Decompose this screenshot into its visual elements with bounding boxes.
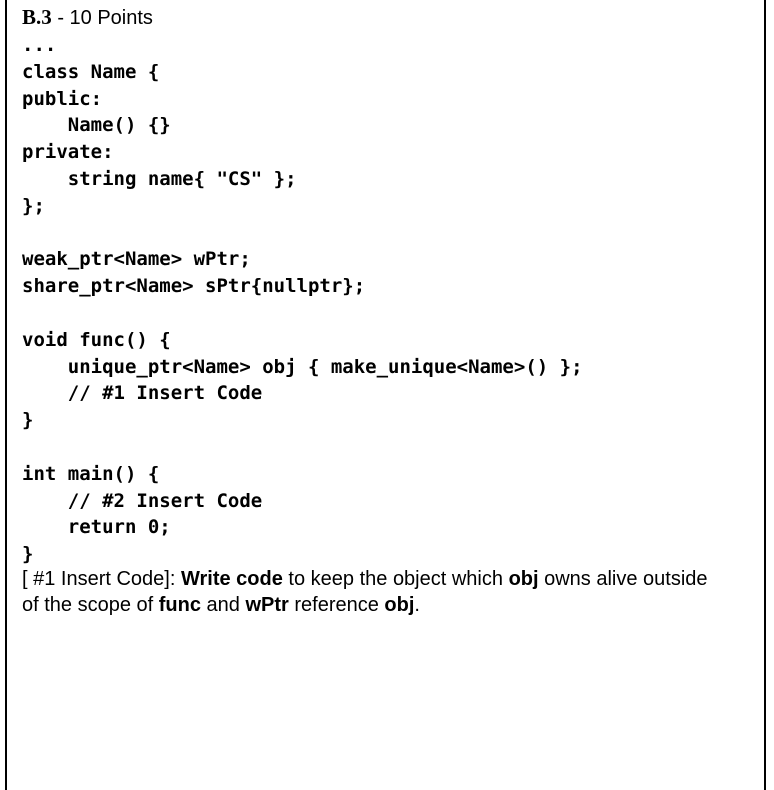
code-line: weak_ptr<Name> wPtr; [22,248,251,271]
code-line [22,220,583,247]
code-block: ... class Name { public: Name() {} private:… [22,32,583,568]
code-line: private: [22,141,114,164]
question-points: - 10 Points [51,7,153,29]
code-line: } [22,409,34,432]
code-line: int main() { [22,462,160,485]
code-line [22,434,583,461]
code-line: return 0; [22,516,171,539]
code-line [22,300,583,327]
desc-text: reference [288,594,385,616]
code-line: void func() { [22,328,171,351]
code-line: public: [22,87,103,110]
desc-text: and [200,594,246,616]
desc-text: [ #1 Insert Code]: [22,568,181,590]
code-line: share_ptr<Name> sPtr{nullptr}; [22,275,366,298]
desc-text: . [414,594,420,616]
code-line: unique_ptr<Name> obj { make_unique<Name>… [22,355,583,378]
question-number: B.3 [22,5,52,29]
desc-bold: Write code [180,568,283,590]
desc-bold: wPtr [245,594,289,616]
code-line: string name{ "CS" }; [22,167,297,190]
task-description: [ #1 Insert Code]: Write code to keep th… [22,566,722,618]
code-line: } [22,543,34,566]
code-line: ... [22,34,57,56]
code-line: }; [22,194,45,217]
code-line: // #1 Insert Code [22,382,263,405]
question-frame [5,0,766,790]
desc-text: owns alive outside of the scope of [22,568,708,616]
question-heading: B.3 - 10 Points [22,4,153,31]
code-line: Name() {} [22,114,171,137]
desc-bold: obj [384,594,415,616]
desc-bold: obj [508,568,539,590]
code-line: // #2 Insert Code [22,489,263,512]
desc-bold: func [158,594,201,616]
desc-text: to keep the object which [282,568,509,590]
code-line: class Name { [22,60,160,83]
